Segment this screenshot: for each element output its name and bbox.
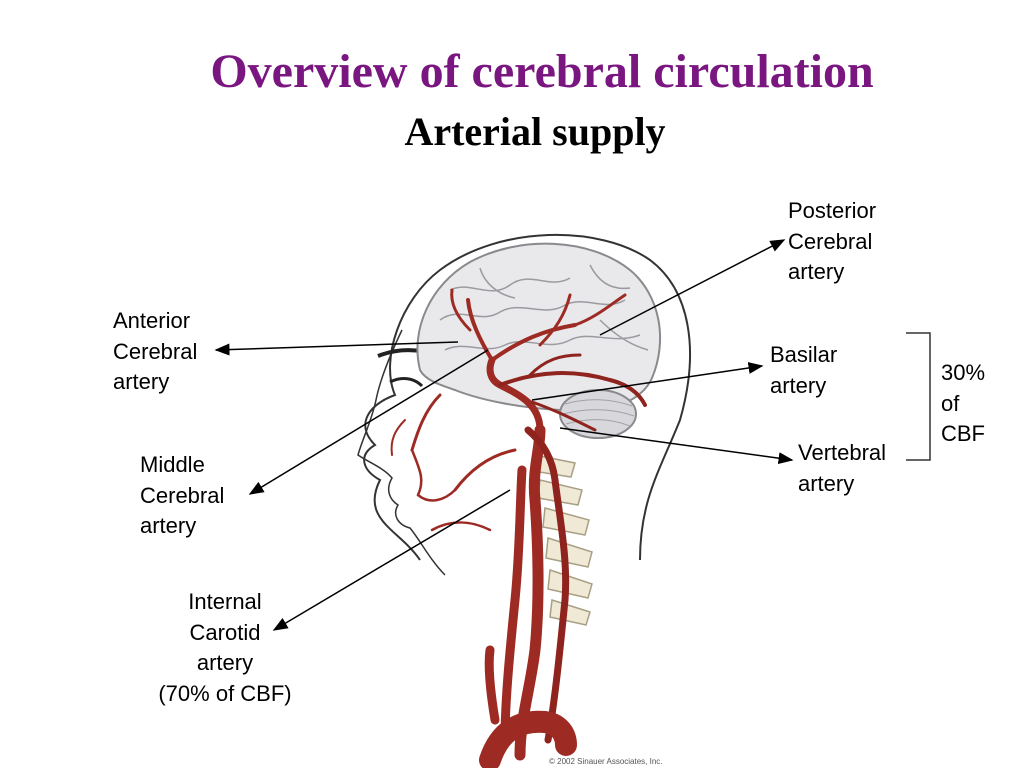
cerebellum: [559, 389, 637, 439]
arrow-basilar: [531, 362, 764, 401]
label-line: Vertebral: [798, 440, 887, 465]
label-line: artery: [788, 259, 845, 284]
label-line: Middle: [140, 452, 205, 477]
label-line: Cerebral: [140, 482, 225, 508]
arterial-tree: [390, 288, 647, 768]
slide-title: Overview of cerebral circulation: [210, 45, 874, 98]
label-line: artery: [798, 470, 855, 496]
arrow-middle-cerebral: [248, 349, 489, 495]
label-line: Posterior: [788, 198, 877, 223]
label-line: Internal: [188, 589, 262, 614]
label-cbf-30-percent: 30% of CBF: [941, 358, 985, 450]
cerebellum-folds: [562, 399, 635, 427]
copyright-notice: © 2002 Sinauer Associates, Inc.: [549, 757, 663, 766]
label-line: Carotid: [189, 619, 261, 645]
arrow-posterior-cerebral: [599, 239, 786, 336]
slide-subtitle: Arterial supply: [404, 109, 666, 154]
label-line: 30%: [941, 360, 986, 385]
label-line: artery: [140, 513, 197, 538]
label-basilar-artery: Basilar artery: [770, 340, 837, 401]
cbf-bracket: [906, 332, 931, 461]
label-line: of: [941, 390, 960, 416]
label-line: Anterior: [113, 308, 191, 333]
arrow-anterior-cerebral: [214, 341, 459, 356]
brain: [416, 242, 662, 413]
label-anterior-cerebral-artery: Anterior Cerebral artery: [113, 306, 197, 398]
label-line: CBF: [941, 421, 985, 446]
label-line: Cerebral: [788, 228, 873, 254]
label-line: artery: [196, 650, 254, 675]
eye: [389, 377, 424, 388]
arrow-vertebral: [559, 427, 794, 465]
label-posterior-cerebral-artery: Posterior Cerebral artery: [788, 196, 876, 288]
label-line: artery: [770, 372, 827, 398]
arrow-internal-carotid: [272, 489, 511, 631]
label-line: (70% of CBF): [158, 680, 292, 706]
label-internal-carotid-artery: Internal Carotid artery (70% of CBF): [130, 587, 320, 709]
label-line: Basilar: [770, 342, 838, 367]
label-line: artery: [113, 369, 170, 394]
label-line: Cerebral: [113, 338, 198, 364]
label-middle-cerebral-artery: Middle Cerebral artery: [140, 450, 224, 542]
face-profile: [357, 329, 446, 576]
leader-arrows: [214, 239, 794, 631]
head-outline: [363, 233, 691, 561]
label-vertebral-artery: Vertebral artery: [798, 438, 886, 499]
